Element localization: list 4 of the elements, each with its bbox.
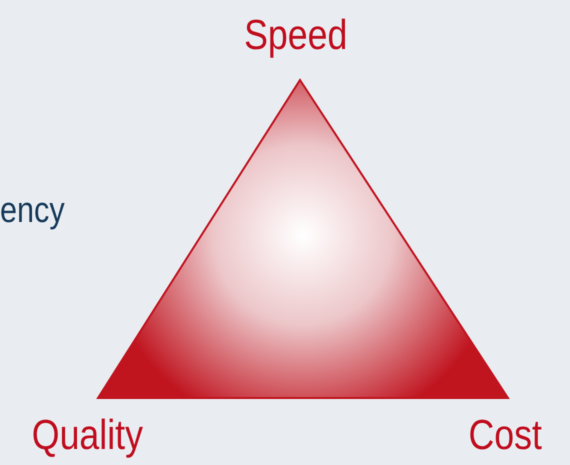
corner-label: Speed — [244, 14, 348, 56]
corner-label: Quality — [32, 414, 143, 456]
side-text: ency — [0, 192, 65, 228]
corner-label: Cost — [468, 414, 542, 456]
